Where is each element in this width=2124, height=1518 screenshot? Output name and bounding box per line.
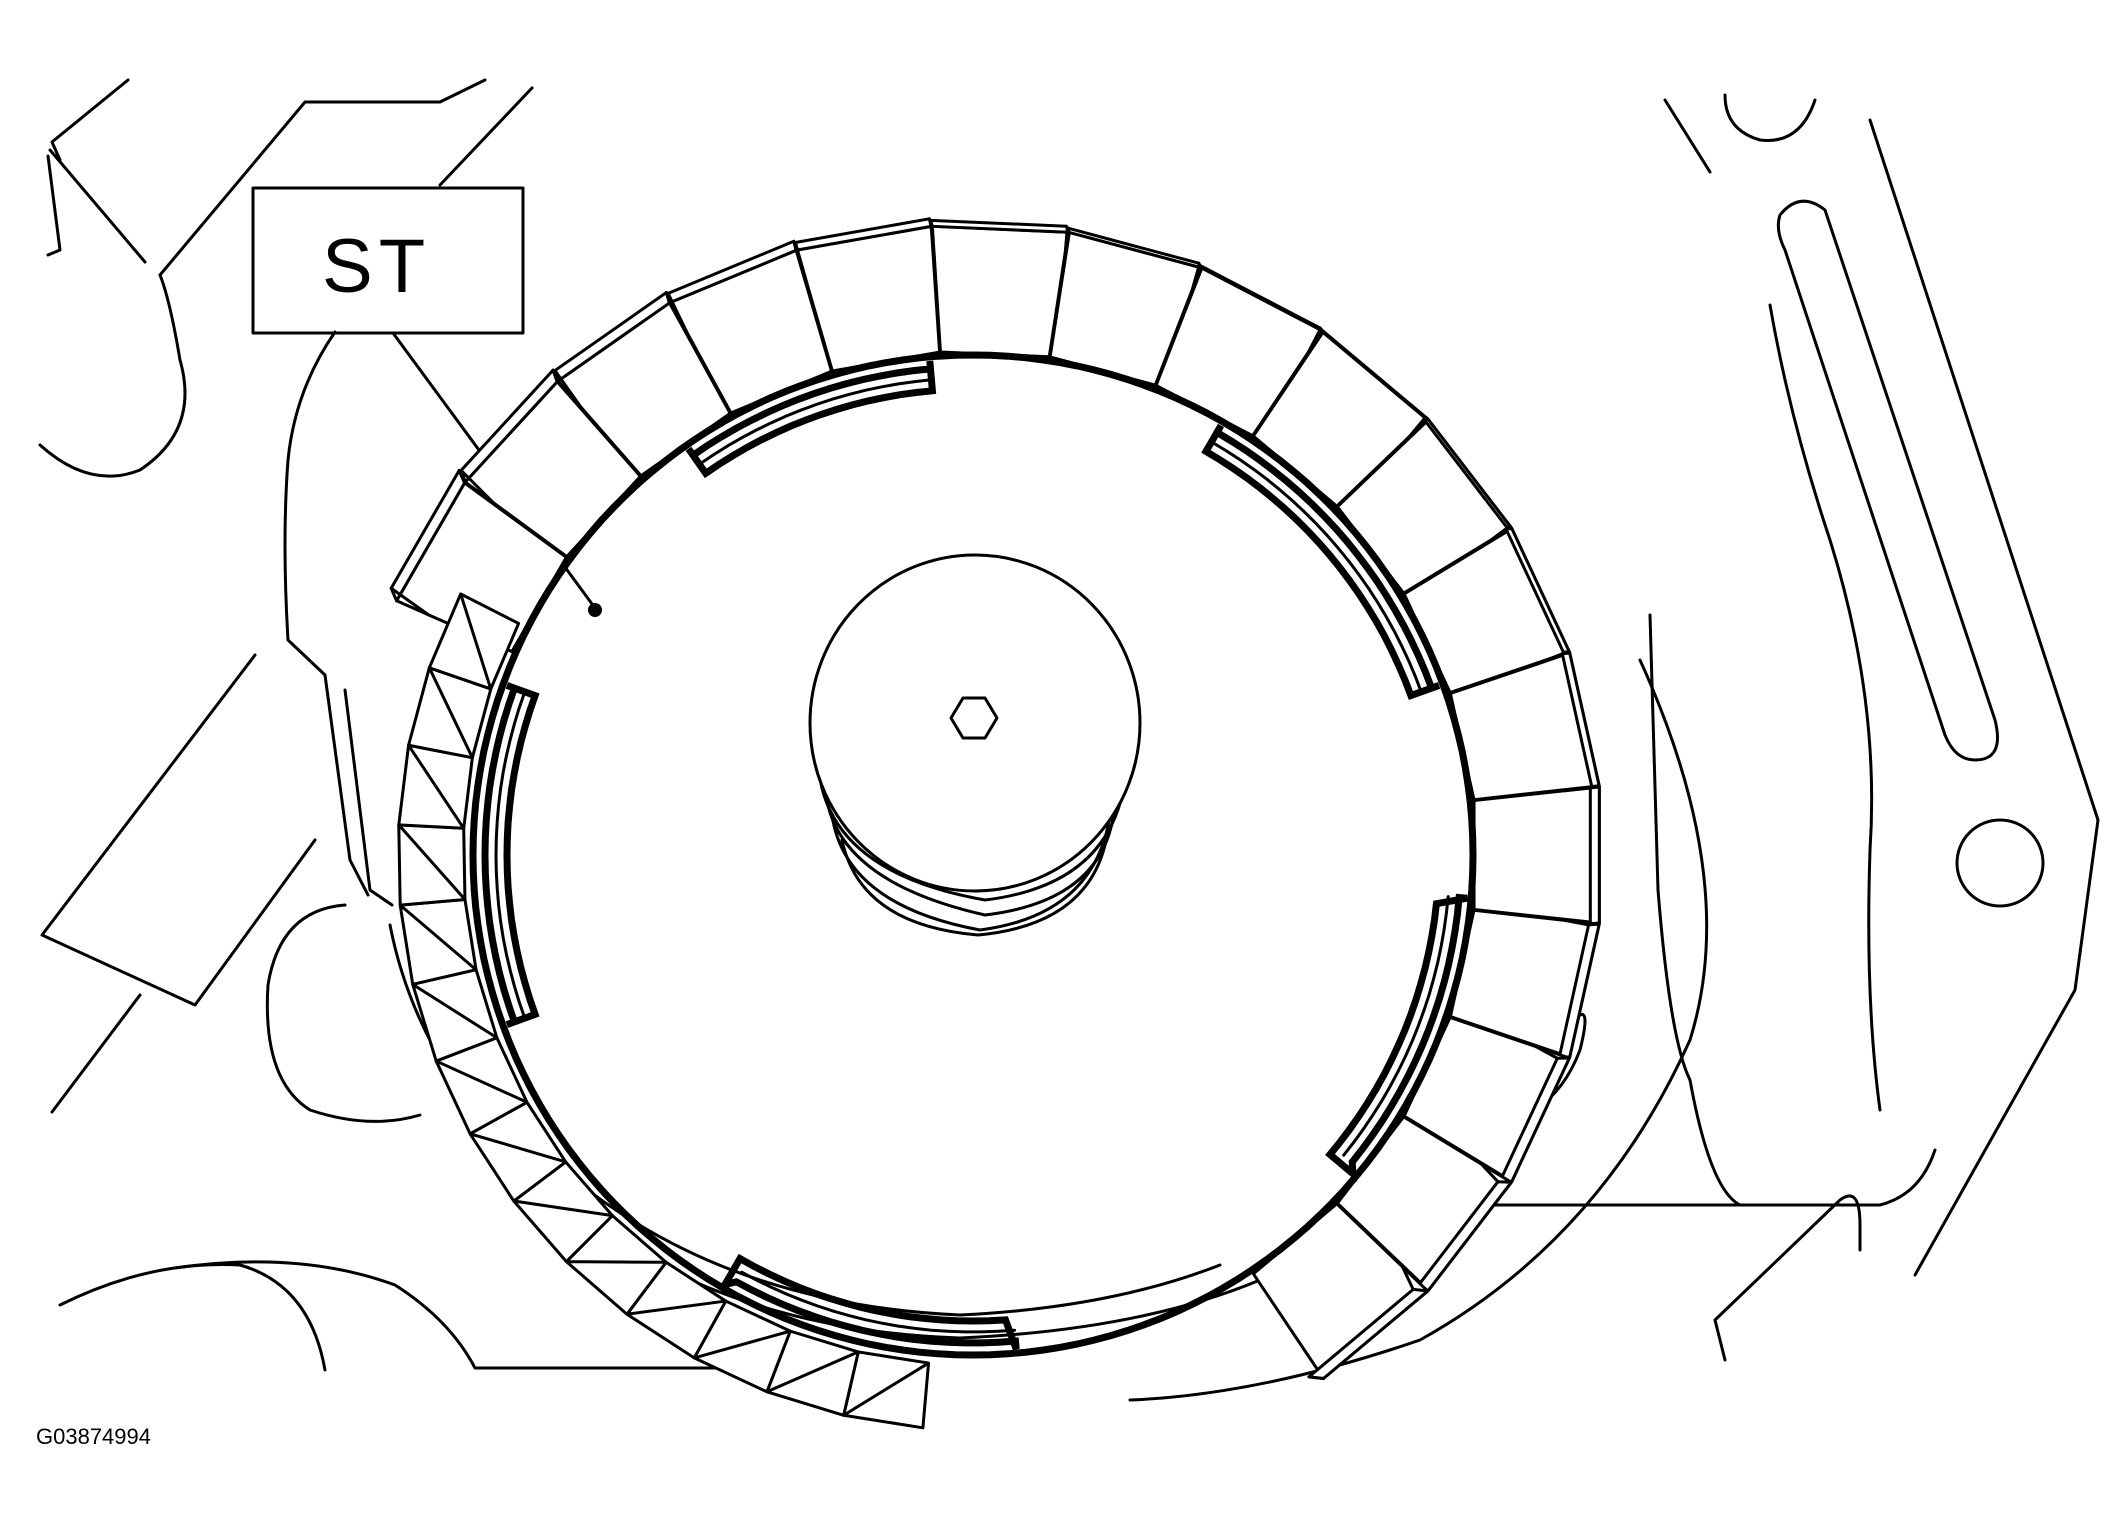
chain-teeth (389, 217, 1601, 1430)
chain-link-18 (842, 1350, 931, 1430)
chain-link-30 (407, 666, 493, 760)
sprocket-segment-3 (1325, 893, 1468, 1182)
sprocket-segment-inner-3 (1342, 895, 1450, 1157)
chain-link-27 (398, 897, 478, 986)
sprocket-segment-4 (717, 1253, 1020, 1351)
callout-label: ST (322, 224, 431, 309)
sprocket-segment-5 (481, 682, 540, 1028)
sprocket (469, 351, 1477, 1359)
chain-link-29 (397, 743, 474, 830)
chain-tooth-17 (1251, 1202, 1430, 1381)
chain-link-19 (765, 1329, 860, 1417)
sprocket-segment-inner-1 (697, 378, 933, 466)
chain-link-28 (397, 823, 467, 907)
chain-link-31 (427, 592, 521, 691)
callout-leader-dot (588, 603, 602, 617)
center-hub (808, 553, 1142, 937)
hub-step-3 (830, 813, 1112, 932)
sprocket-segment-1 (685, 360, 937, 479)
sprocket-segment-inner-2 (1210, 440, 1423, 694)
hub-center-hole (949, 696, 999, 740)
sprocket-rim (469, 351, 1477, 1359)
chain-tooth-4 (666, 239, 834, 415)
hub-step-4 (840, 838, 1107, 937)
chain-tooth-13 (1472, 785, 1601, 926)
sprocket-segment-inner-4 (740, 1270, 1017, 1334)
sprocket-segment-2 (1201, 423, 1441, 701)
callout-box (251, 186, 525, 335)
chain-tooth-11 (1402, 527, 1571, 695)
chain-tooth-6 (929, 218, 1070, 359)
sprocket-segments (481, 360, 1468, 1351)
figure-id: G03874994 (36, 1424, 151, 1449)
sprocket-segment-inner-5 (494, 690, 527, 1020)
